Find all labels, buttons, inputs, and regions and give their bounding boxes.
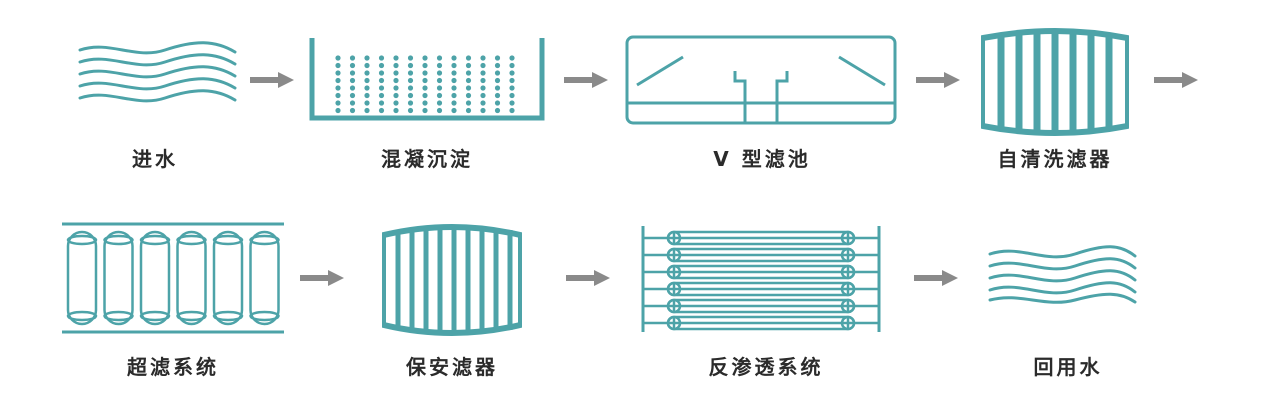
step-label-reverse-osmosis: 反渗透系统: [708, 355, 824, 379]
arrow-right-icon: [250, 72, 294, 88]
coagulation-tank-icon: [309, 38, 545, 121]
arrow-right-icon: [566, 270, 610, 286]
arrow-right-icon: [564, 72, 608, 88]
water-waves-icon: [988, 245, 1137, 304]
water-waves-icon: [78, 41, 237, 103]
step-label-reuse-water: 回用水: [1033, 355, 1103, 379]
step-label-ultrafiltration: 超滤系统: [127, 355, 219, 379]
step-label-self-cleaning-filter: 自清洗滤器: [997, 147, 1113, 171]
step-label-intake: 进水: [132, 147, 178, 171]
step-label-coagulation: 混凝沉淀: [381, 147, 473, 171]
arrow-right-icon: [914, 270, 958, 286]
reverse-osmosis-icon: [641, 226, 881, 332]
v-filter-tank-icon: [625, 35, 897, 125]
arrow-right-icon: [916, 72, 960, 88]
arrow-right-icon: [300, 270, 344, 286]
step-label-v-filter: V 型滤池: [713, 147, 811, 171]
security-filter-icon: [382, 224, 522, 336]
self-cleaning-filter-icon: [981, 28, 1129, 136]
arrow-right-icon: [1154, 72, 1198, 88]
step-label-security-filter: 保安滤器: [406, 355, 498, 379]
ultrafiltration-tubes-icon: [62, 222, 284, 334]
